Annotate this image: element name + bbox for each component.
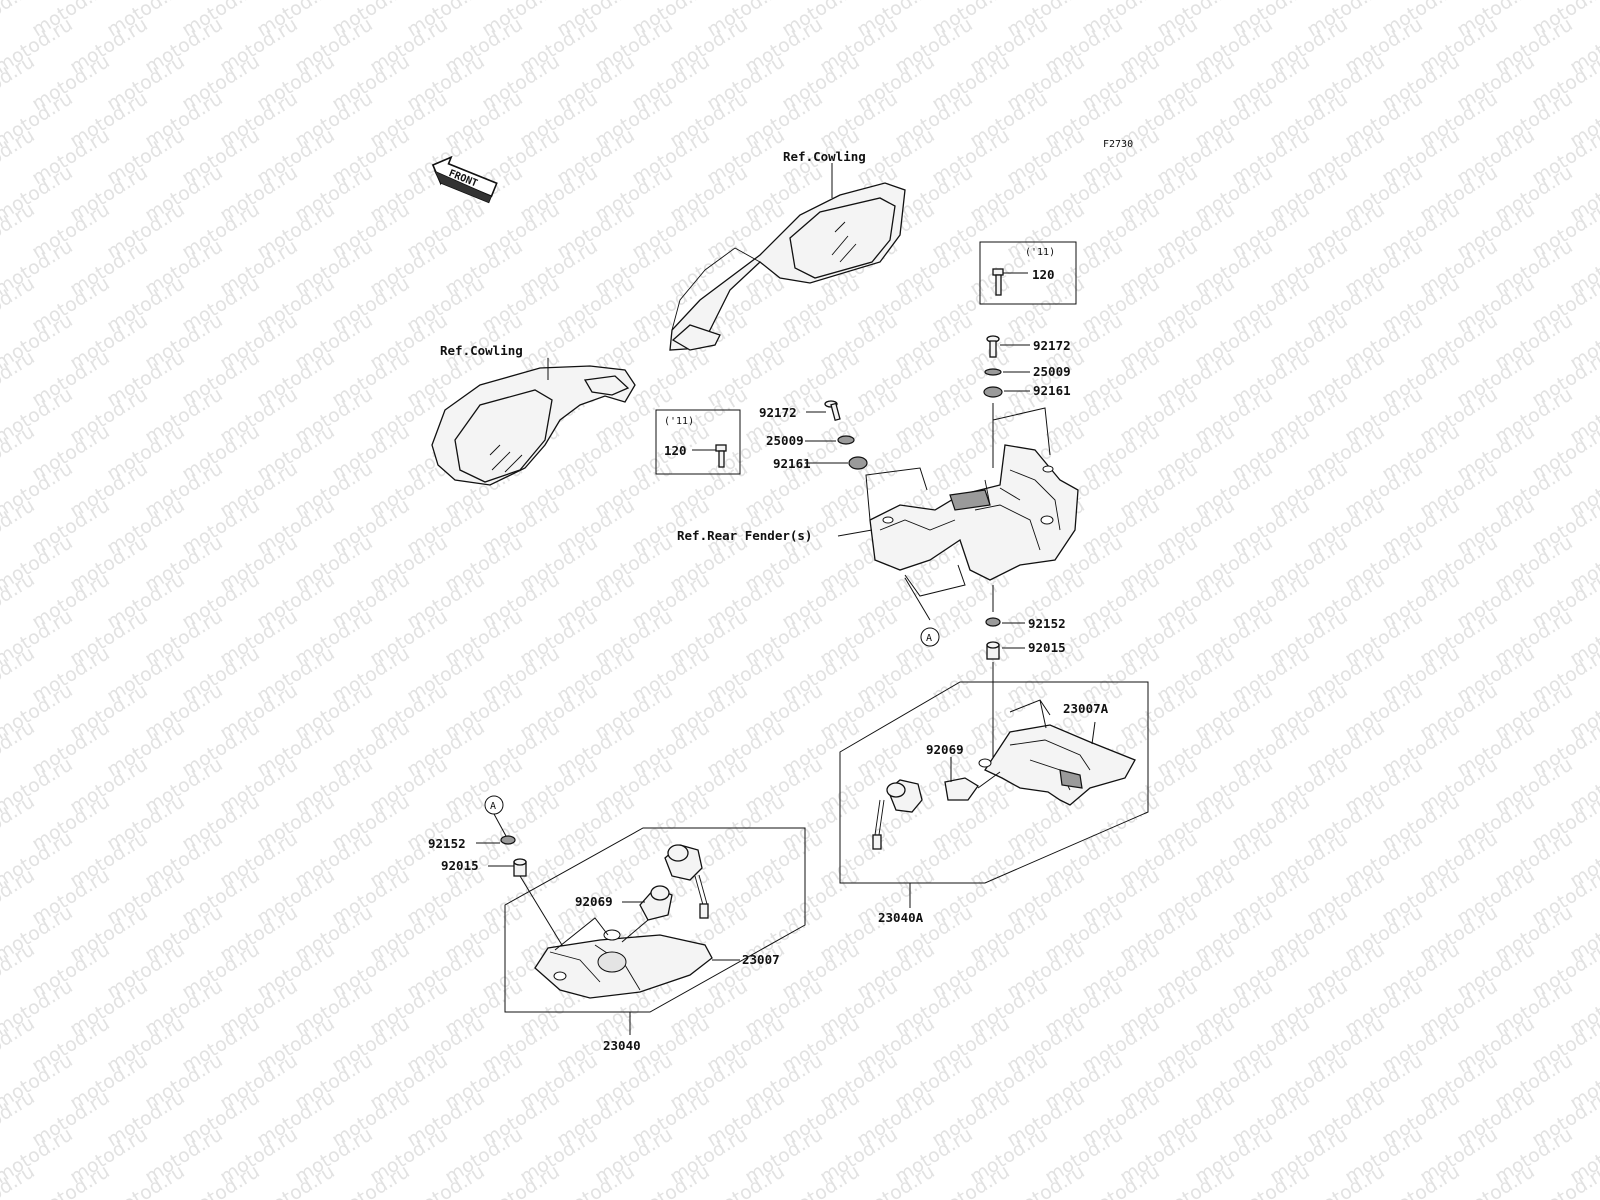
connector-mark-top: [920, 627, 940, 647]
connector-mark-top-label: A: [926, 633, 932, 644]
assembly-box-left: [504, 827, 806, 1013]
ref-rear-fender-label: Ref.Rear Fender(s): [677, 528, 812, 543]
part-92152-right: 92152: [1028, 616, 1066, 631]
year-box-left: [655, 409, 741, 475]
part-92152-left: 92152: [428, 836, 466, 851]
ref-cowling-left-label: Ref.Cowling: [440, 343, 523, 358]
part-23007A-label: 23007A: [1063, 701, 1109, 716]
bolt-120-left: [715, 444, 727, 468]
part-92161-left: 92161: [773, 456, 811, 471]
rear-fender-bracket: [869, 444, 1079, 581]
part-23040-label: 23040: [603, 1038, 641, 1053]
turn-signal-housing-right: [978, 724, 1136, 806]
hardware-stack-upper-left: [805, 400, 868, 470]
year-box-right: [979, 241, 1077, 305]
part-25009-left: 25009: [766, 433, 804, 448]
part-92069-left: 92069: [575, 894, 613, 909]
part-92172-left: 92172: [759, 405, 797, 420]
part-92015-left: 92015: [441, 858, 479, 873]
connector-mark-bottom-label: A: [490, 801, 496, 812]
year-box-left-year: ('11): [664, 416, 694, 427]
collar-stack-right: [985, 585, 1025, 760]
bulb-socket-left: [621, 844, 709, 943]
collar-stack-left: [476, 835, 566, 951]
diagram-code: F2730: [1103, 139, 1133, 150]
part-92172-right: 92172: [1033, 338, 1071, 353]
year-box-right-part: 120: [1032, 267, 1055, 282]
right-mirror: [669, 182, 906, 351]
ref-cowling-right-label: Ref.Cowling: [783, 149, 866, 164]
bracket-leader-left: [865, 467, 928, 521]
year-box-left-part: 120: [664, 443, 687, 458]
part-92069-right: 92069: [926, 742, 964, 757]
bolt-120-right: [992, 268, 1004, 296]
year-box-right-year: ('11): [1025, 247, 1055, 258]
bracket-leader-bottom: [904, 564, 966, 597]
front-arrow: FRONT: [431, 155, 498, 204]
part-23007-label: 23007: [742, 952, 780, 967]
part-25009-right: 25009: [1033, 364, 1071, 379]
part-23040A-label: 23040A: [878, 910, 924, 925]
turn-signal-housing-left: [534, 929, 713, 999]
part-92161-right: 92161: [1033, 383, 1071, 398]
hardware-stack-upper-right: [983, 335, 1030, 468]
part-92015-right: 92015: [1028, 640, 1066, 655]
left-mirror: [431, 365, 636, 486]
assembly-box-right: [839, 681, 1149, 884]
bulb-socket-right: [872, 771, 1001, 850]
